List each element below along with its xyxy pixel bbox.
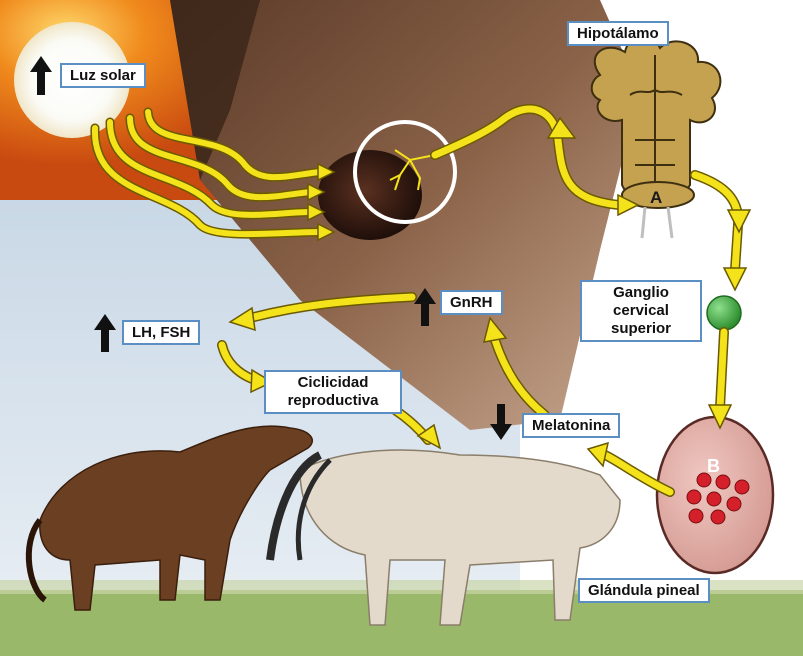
- label-ciclicidad-line1: Ciclicidad: [274, 374, 392, 392]
- label-melatonina: Melatonina: [522, 413, 620, 438]
- label-ganglio: Ganglio cervical superior: [580, 280, 702, 342]
- label-glandula-pineal: Glándula pineal: [578, 578, 710, 603]
- label-ciclicidad: Ciclicidad reproductiva: [264, 370, 402, 414]
- label-hipotalamo: Hipotálamo: [567, 21, 669, 46]
- pineal-marker-b: B: [707, 456, 720, 477]
- label-ganglio-line3: superior: [590, 320, 692, 338]
- label-ciclicidad-line2: reproductiva: [274, 392, 392, 410]
- horse-eye: [318, 150, 422, 240]
- label-luz-solar: Luz solar: [60, 63, 146, 88]
- label-gnrh: GnRH: [440, 290, 503, 315]
- label-lh-fsh: LH, FSH: [122, 320, 200, 345]
- label-ganglio-line2: cervical: [590, 302, 692, 320]
- label-ganglio-line1: Ganglio: [590, 284, 692, 302]
- ganglion-icon: [707, 296, 741, 330]
- hypothalamus-marker-a: A: [650, 188, 662, 208]
